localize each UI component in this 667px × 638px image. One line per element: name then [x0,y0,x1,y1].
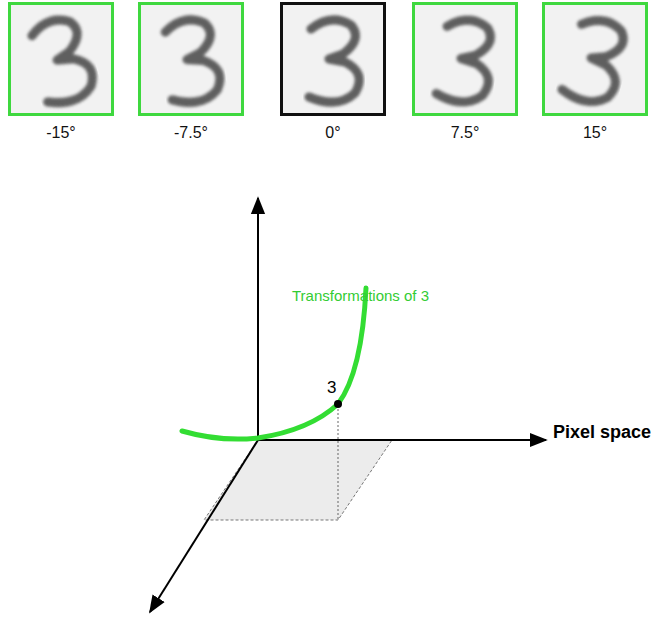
digit-image [545,5,645,113]
point-label: 3 [327,378,336,398]
angle-label: 7.5° [412,124,518,142]
image-border [8,2,114,116]
vertical-axis [257,198,259,440]
digit-image [141,5,241,113]
digit-image [415,5,515,113]
angle-label: 15° [542,124,648,142]
digit-frame: -15° [8,2,114,142]
digit-frame: 7.5° [412,2,518,142]
digit-frame: 15° [542,2,648,142]
drop-line [338,405,339,520]
image-border [138,2,244,116]
image-border [412,2,518,116]
digit-point [334,400,342,408]
depth-axis [150,440,258,612]
image-border [542,2,648,116]
digit-frame: -7.5° [138,2,244,142]
digit-frame: 0° [280,2,386,142]
transformation-curve [182,288,366,439]
axis-label: Pixel space [553,422,651,443]
angle-label: -7.5° [138,124,244,142]
image-border [280,2,386,116]
angle-label: -15° [8,124,114,142]
horizontal-axis [258,439,546,441]
angle-label: 0° [280,124,386,142]
digit-image [11,5,111,113]
curve-label: Transformations of 3 [292,287,429,304]
digit-image [283,5,383,113]
